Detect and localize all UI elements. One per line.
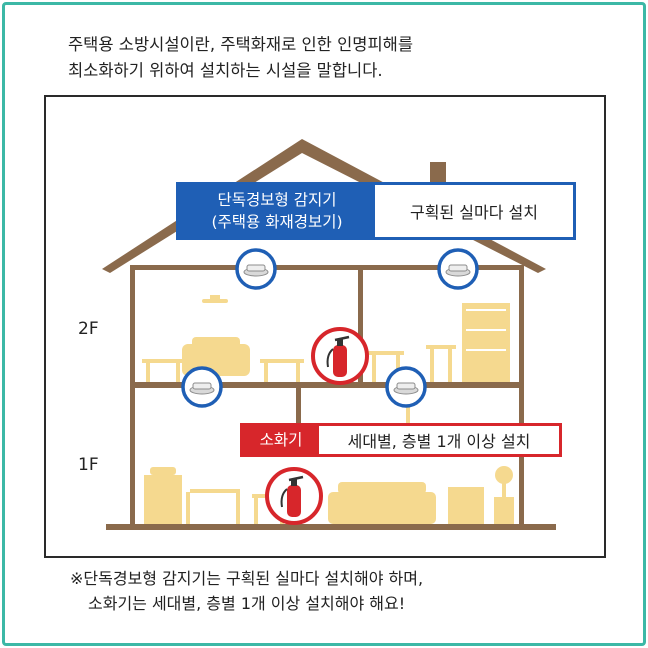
upper-divider-wall — [358, 269, 363, 382]
extinguisher-callout-description: 세대별, 층별 1개 이상 설치 — [319, 426, 559, 454]
footnote-line-1: ※단독경보형 감지기는 구획된 실마다 설치해야 하며, — [70, 569, 424, 588]
detector-callout-description: 구획된 실마다 설치 — [375, 185, 573, 237]
extinguisher-callout-tag: 소화기 — [243, 426, 319, 454]
upper-left-furniture — [142, 295, 304, 382]
middle-floor — [130, 382, 524, 388]
left-wall — [130, 265, 135, 527]
fire-extinguisher-icon — [265, 467, 323, 525]
intro-text: 주택용 소방시설이란, 주택화재로 인한 인명피해를 최소화하기 위하여 설치하… — [68, 32, 588, 84]
fire-extinguisher-icon — [311, 327, 369, 385]
extinguisher-callout: 소화기 세대별, 층별 1개 이상 설치 — [240, 423, 562, 457]
lower-right-furniture — [328, 393, 514, 524]
intro-line-2: 최소화하기 위하여 설치하는 시설을 말합니다. — [68, 61, 383, 80]
detector-callout-tag: 단독경보형 감지기 (주택용 화재경보기) — [179, 185, 375, 237]
lower-left-furniture — [144, 467, 286, 524]
floor-label-2f: 2F — [78, 319, 99, 339]
detector-callout: 단독경보형 감지기 (주택용 화재경보기) 구획된 실마다 설치 — [176, 182, 576, 240]
house-diagram — [102, 139, 556, 530]
footnote: ※단독경보형 감지기는 구획된 실마다 설치해야 하며, 소화기는 세대별, 층… — [70, 566, 423, 616]
house-illustration: 2F 1F 단독경보형 감지기 (주택용 화재경보기) 구획된 실마다 설치 소… — [44, 95, 606, 558]
detector-tag-line-2: (주택용 화재경보기) — [211, 213, 343, 231]
intro-line-1: 주택용 소방시설이란, 주택화재로 인한 인명피해를 — [68, 35, 414, 54]
lower-divider-wall — [296, 388, 301, 438]
upper-right-furniture — [368, 303, 510, 382]
floor-label-1f: 1F — [78, 455, 99, 475]
smoke-detector-icon — [235, 248, 277, 290]
footnote-line-2: 소화기는 세대별, 층별 1개 이상 설치해야 해요! — [88, 594, 406, 613]
ground-line — [106, 524, 556, 530]
attic-floor — [130, 265, 524, 270]
smoke-detector-icon — [437, 248, 479, 290]
detector-tag-line-1: 단독경보형 감지기 — [217, 191, 337, 209]
smoke-detector-icon — [181, 366, 223, 408]
smoke-detector-icon — [385, 366, 427, 408]
right-wall — [519, 265, 524, 527]
